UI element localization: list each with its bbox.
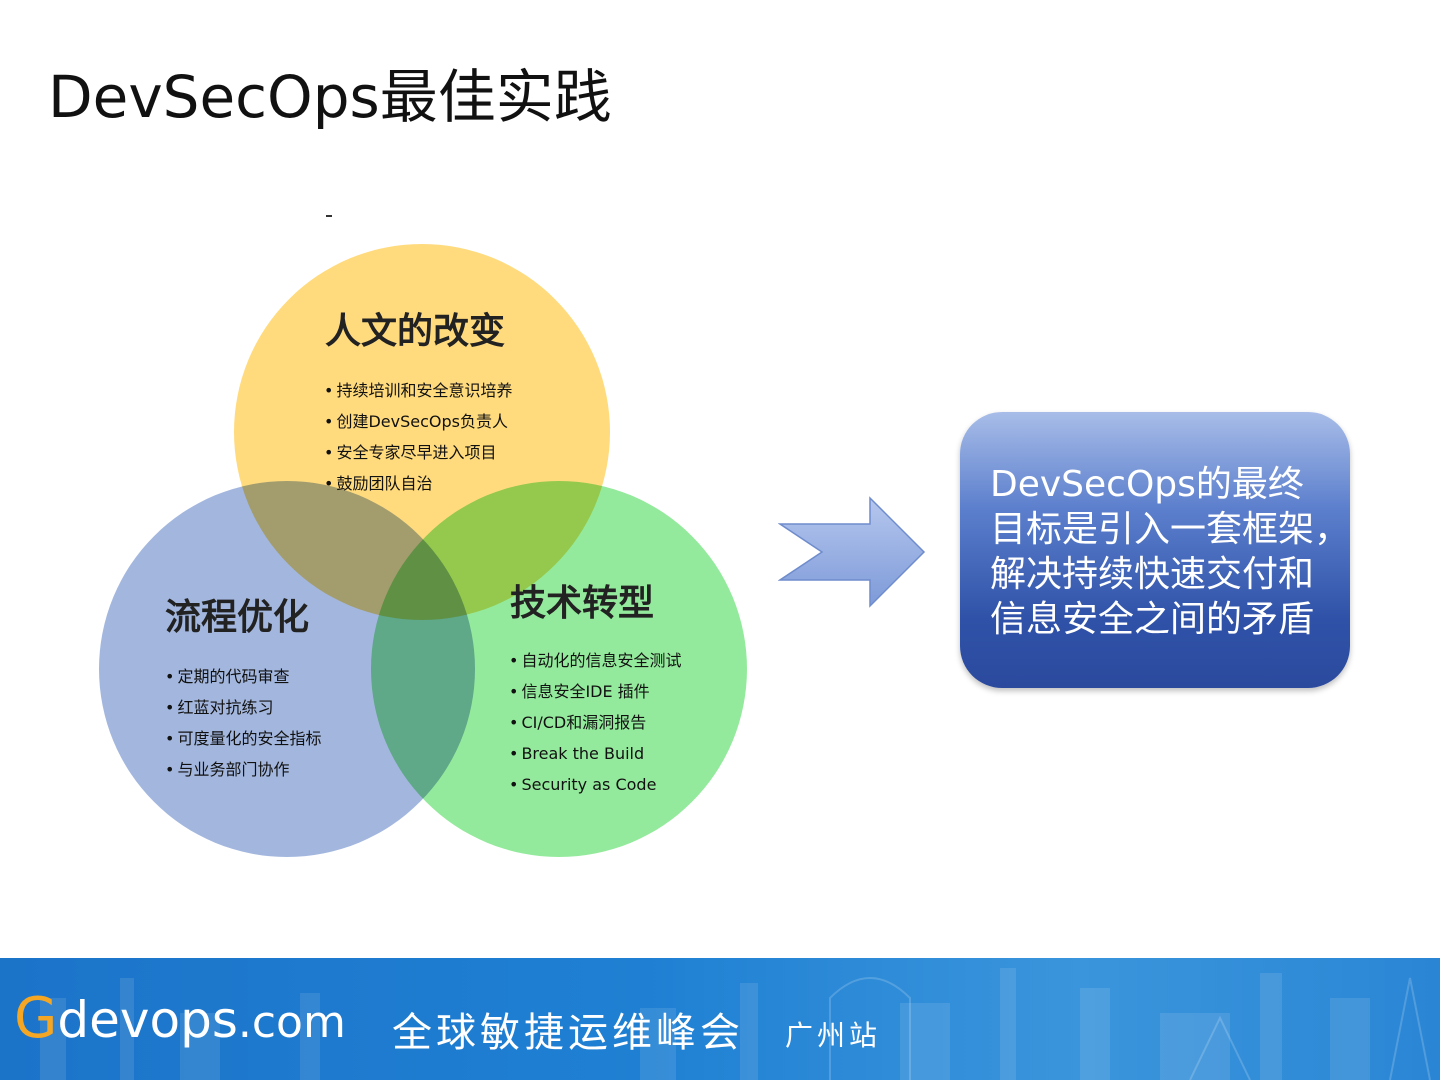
goal-line: DevSecOps的最终 [990,464,1304,505]
circle-technology-title: 技术转型 [510,583,655,624]
brand-g: G [14,986,58,1051]
goal-line: 解决持续快速交付和 [990,554,1315,595]
goal-text: DevSecOps的最终 目标是引入一套框架， 解决持续快速交付和 信息安全之间… [990,462,1350,642]
event-name: 全球敏捷运维峰会 [392,1010,744,1056]
circle-process-list: 定期的代码审查 红蓝对抗练习 可度量化的安全指标 与业务部门协作 [165,661,321,785]
list-item: 创建DevSecOps负责人 [324,406,512,437]
brand-logo: Gdevops.com [14,986,346,1051]
list-item: 鼓励团队自治 [324,468,512,499]
goal-box [960,412,1350,688]
arrow-right-icon [778,496,926,608]
stray-mark [326,215,332,217]
list-item: Security as Code [509,769,681,800]
list-item: 红蓝对抗练习 [165,692,321,723]
list-item: Break the Build [509,738,681,769]
list-item: 信息安全IDE 插件 [509,676,681,707]
list-item: 与业务部门协作 [165,754,321,785]
page-title: DevSecOps最佳实践 [48,63,612,131]
city-skyline-icon [40,968,1431,1080]
list-item: 可度量化的安全指标 [165,723,321,754]
footer-banner: Gdevops.com 全球敏捷运维峰会 广州站 [0,958,1440,1080]
list-item: 持续培训和安全意识培养 [324,375,512,406]
list-item: CI/CD和漏洞报告 [509,707,681,738]
circle-process-title: 流程优化 [165,597,310,638]
event-city: 广州站 [785,1019,882,1052]
list-item: 定期的代码审查 [165,661,321,692]
brand-main: devops [57,991,238,1049]
circle-technology-list: 自动化的信息安全测试 信息安全IDE 插件 CI/CD和漏洞报告 Break t… [509,645,681,800]
brand-com: .com [237,997,346,1048]
circle-culture-title: 人文的改变 [325,311,506,352]
goal-line: 信息安全之间的矛盾 [990,599,1315,640]
list-item: 自动化的信息安全测试 [509,645,681,676]
circle-culture-list: 持续培训和安全意识培养 创建DevSecOps负责人 安全专家尽早进入项目 鼓励… [324,375,512,499]
goal-line: 目标是引入一套框架， [990,509,1351,550]
list-item: 安全专家尽早进入项目 [324,437,512,468]
